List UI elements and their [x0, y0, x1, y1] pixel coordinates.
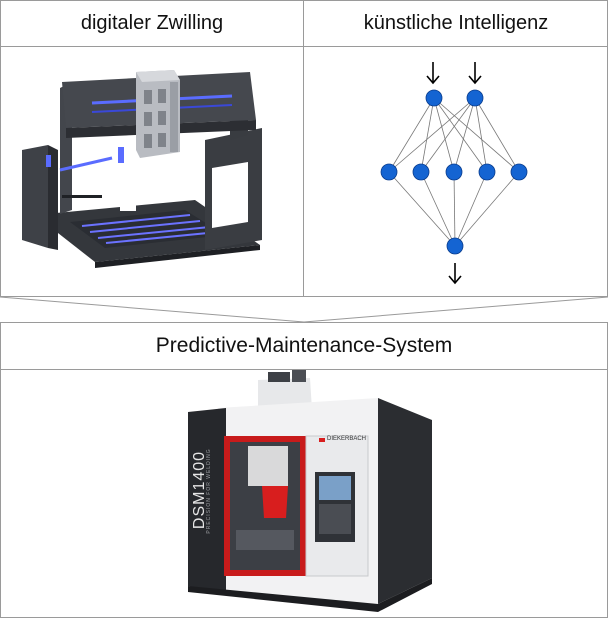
digital-twin-title: digitaler Zwilling	[0, 0, 304, 47]
input-node	[425, 89, 443, 107]
arrow-down-icon	[448, 263, 462, 285]
funnel-connector	[0, 296, 608, 323]
hidden-node	[380, 163, 398, 181]
pm-system-title: Predictive-Maintenance-System	[0, 322, 608, 370]
hidden-node	[510, 163, 528, 181]
cnc-machine-image	[188, 370, 432, 612]
input-arrows	[426, 62, 482, 85]
arrow-down-icon	[426, 62, 440, 85]
arrow-down-icon	[468, 62, 482, 85]
hidden-node	[445, 163, 463, 181]
digital-twin-machine-image	[22, 70, 262, 268]
input-node	[466, 89, 484, 107]
neural-network-diagram	[380, 62, 528, 285]
output-node	[446, 237, 464, 255]
network-nodes	[380, 89, 528, 255]
machine-subtitle-label: PRECISION FOR WELDING	[206, 448, 212, 534]
top-panel-divider	[303, 0, 304, 297]
ai-title: künstliche Intelligenz	[304, 0, 608, 47]
hidden-node	[412, 163, 430, 181]
machine-brand-label: DIEKERBACH	[327, 436, 367, 442]
network-connections	[388, 97, 520, 247]
hidden-node	[478, 163, 496, 181]
